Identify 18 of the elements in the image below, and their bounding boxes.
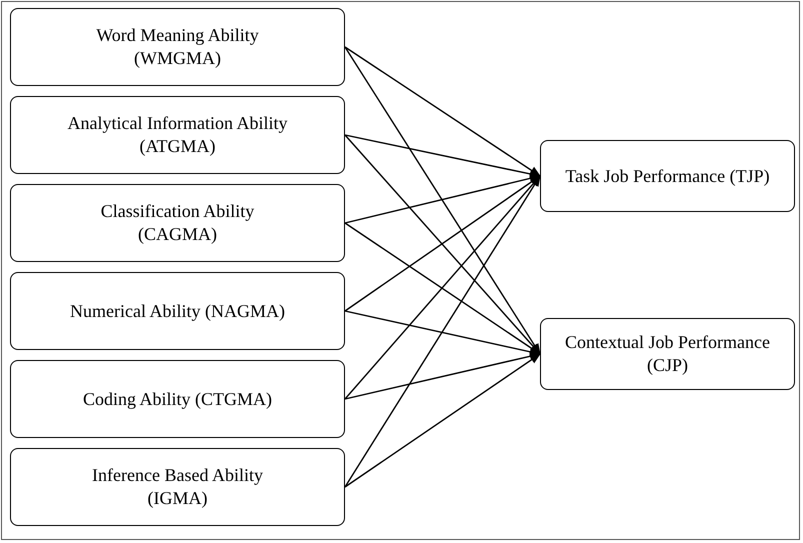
node-label: Inference Based Ability (IGMA) [91, 464, 264, 510]
rounded-box [10, 272, 345, 350]
node-label: Word Meaning Ability (WMGMA) [95, 24, 260, 70]
arrow [344, 353, 541, 488]
arrow [344, 46, 541, 177]
rounded-box [10, 96, 345, 174]
node-label: Classification Ability (CAGMA) [100, 200, 256, 246]
rounded-box [540, 140, 795, 212]
rounded-box [10, 184, 345, 262]
node-label: Task Job Performance (TJP) [565, 164, 770, 188]
rounded-box [10, 360, 345, 438]
rounded-box [10, 448, 345, 526]
rounded-box [540, 318, 795, 390]
node-label: Coding Ability (CTGMA) [82, 388, 272, 410]
rounded-box [10, 8, 345, 86]
node-label: Analytical Information Ability (ATGMA) [66, 112, 288, 158]
node-label: Numerical Ability (NAGMA) [70, 300, 285, 322]
node-label: Contextual Job Performance (CJP) [564, 331, 771, 377]
